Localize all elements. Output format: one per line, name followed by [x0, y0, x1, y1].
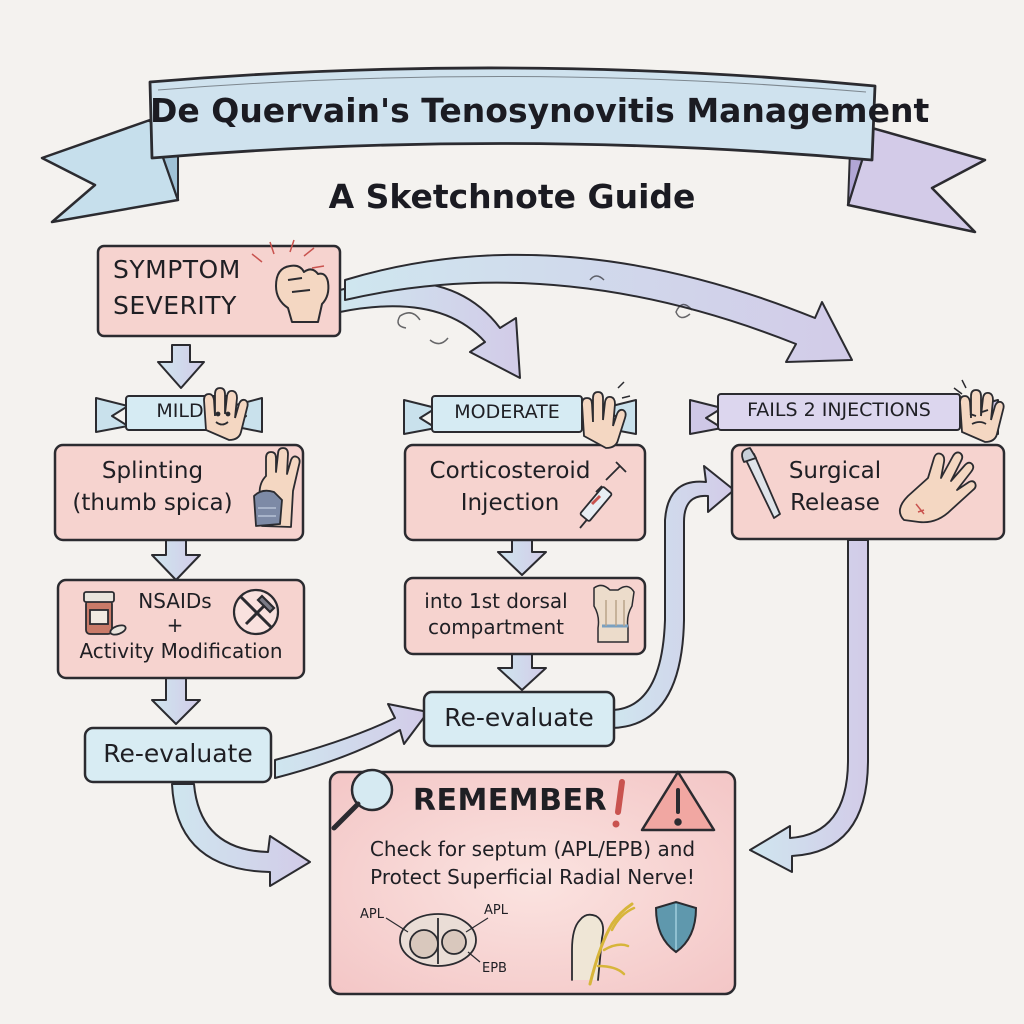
label-epb: EPB	[482, 961, 507, 976]
splinting-line2: (thumb spica)	[72, 490, 233, 516]
symptom-severity-box	[96, 244, 342, 338]
fails-label: FAILS 2 INJECTIONS	[747, 399, 931, 421]
distressed-hand-icon	[953, 379, 1005, 443]
arrow-nsaids-to-reevaluate	[151, 677, 201, 725]
nerve-icon	[571, 902, 636, 986]
shield-icon	[654, 900, 698, 954]
severity-label-line1: SYMPTOM	[113, 255, 241, 284]
mild-reevaluate-label: Re-evaluate	[103, 739, 253, 768]
diagram-title: De Quervain's Tenosynovitis Management	[150, 91, 930, 130]
injection-line1: Corticosteroid	[429, 458, 591, 484]
arrow-compartment-to-reevaluate	[497, 651, 547, 691]
arrow-reevaluate-to-reevaluate	[274, 703, 429, 779]
waving-hand-icon	[203, 387, 249, 441]
syringe-icon	[579, 461, 627, 529]
splinting-box	[53, 443, 305, 542]
diagram-subtitle: A Sketchnote Guide	[328, 177, 696, 216]
magnifier-icon	[331, 768, 394, 831]
moderate-reevaluate-label: Re-evaluate	[444, 703, 594, 732]
no-hammer-icon	[232, 588, 280, 636]
doodles	[397, 275, 693, 345]
tendon-cross-section-icon	[385, 913, 489, 967]
injection-line2: Injection	[460, 490, 560, 516]
arrow-to-fails	[344, 253, 853, 363]
arrow-reevaluate-to-surgery	[611, 465, 735, 729]
surgical-line1: Surgical	[788, 458, 882, 484]
scalpel-icon	[741, 447, 781, 519]
compartment-line1: into 1st dorsal	[424, 589, 568, 613]
mild-label: MILD	[156, 400, 204, 422]
pill-bottle-icon	[83, 591, 127, 636]
raised-hand-icon	[581, 381, 631, 449]
severity-label-line2: SEVERITY	[113, 291, 237, 320]
wrist-splint-icon	[253, 447, 301, 528]
flow-arrows	[151, 253, 869, 887]
nsaids-line3: Activity Modification	[79, 639, 283, 663]
open-hand-icon	[898, 451, 977, 524]
nsaids-line1: NSAIDs	[138, 589, 212, 613]
fist-icon	[251, 239, 330, 323]
remember-heading: REMEMBER	[412, 783, 608, 818]
remember-line1: Check for septum (APL/EPB) and	[369, 837, 696, 861]
arrow-mild-to-remember	[171, 783, 311, 887]
label-apl-right: APL	[484, 903, 508, 918]
mild-reevaluate-box	[83, 726, 273, 784]
splinting-line1: Splinting	[101, 458, 204, 484]
arrow-injection-to-compartment	[497, 539, 547, 576]
title-banner	[40, 66, 987, 234]
exclamation-icon	[612, 779, 625, 828]
arrow-to-mild	[157, 344, 205, 389]
nsaids-line2: +	[166, 613, 184, 637]
arrow-splint-to-nsaids	[151, 539, 201, 581]
remember-line2: Protect Superficial Radial Nerve!	[370, 865, 695, 889]
moderate-label: MODERATE	[454, 401, 560, 423]
compartment-line2: compartment	[427, 615, 565, 639]
wrist-anatomy-icon	[593, 584, 635, 643]
label-apl-left: APL	[360, 907, 384, 922]
compartment-box	[403, 576, 647, 656]
warning-icon	[640, 770, 716, 832]
arrow-surgery-to-remember	[749, 539, 869, 873]
surgical-line2: Release	[790, 490, 880, 516]
moderate-reevaluate-box	[422, 690, 616, 748]
